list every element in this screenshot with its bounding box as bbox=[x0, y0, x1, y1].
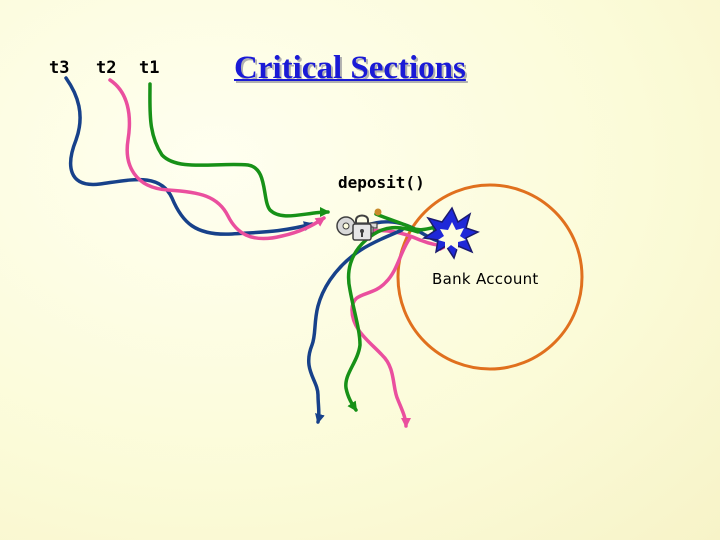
thread-label-t3: t3 bbox=[49, 58, 70, 78]
bank-account-label: Bank Account bbox=[432, 270, 539, 288]
thread-t1-path-enter bbox=[374, 212, 442, 233]
starburst-icon bbox=[421, 206, 480, 260]
thread-label-t2: t2 bbox=[96, 58, 117, 78]
bank-account-circle bbox=[396, 183, 584, 371]
thread-t2-path-in bbox=[108, 78, 326, 241]
lock-icon bbox=[352, 214, 372, 241]
thread-label-t1: t1 bbox=[139, 58, 160, 78]
slide-title: Critical Sections bbox=[234, 50, 466, 86]
lock-pivot-dot bbox=[374, 208, 382, 216]
thread-t1-path-in bbox=[148, 82, 330, 218]
thread-t2-path-out bbox=[350, 236, 412, 428]
deposit-method-label: deposit() bbox=[338, 173, 425, 192]
thread-t3-path-in bbox=[64, 76, 314, 236]
